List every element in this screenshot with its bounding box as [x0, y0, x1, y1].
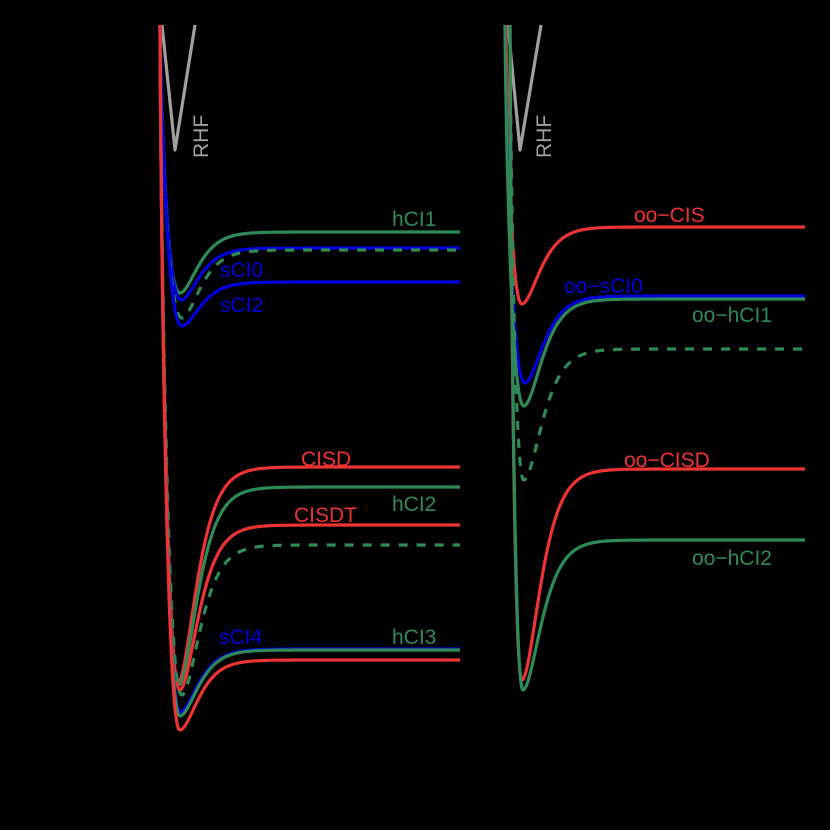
curve-sci0 [158, 24, 460, 302]
curve-cisdtq [158, 24, 461, 732]
label-sci2: sCI2 [220, 294, 263, 317]
label-oo-hci1: oo−hCI1 [692, 304, 772, 327]
curve-oo-hci2 [508, 24, 806, 692]
curve-oo-hci1 [503, 24, 805, 408]
label-sci0: sCI0 [220, 259, 263, 282]
label-sci4: sCI4 [219, 626, 263, 649]
label-cisdt: CISDT [294, 504, 357, 527]
curve-oo-sci0 [503, 24, 806, 385]
curve-rhf [160, 24, 197, 152]
curve-hci1 [158, 24, 461, 295]
curve-rhf [506, 24, 543, 152]
label-rhf: RHF [190, 115, 213, 158]
curve-oo-hci1-dashed [508, 24, 805, 482]
label-oo-sci0: oo−sCI0 [564, 275, 643, 298]
label-oo-cis: oo−CIS [634, 204, 705, 227]
label-hci3: hCI3 [392, 626, 436, 649]
curve-hci1-dashed [158, 24, 461, 320]
right-panel: RHF oo−CIS oo−sCI0 oo−hCI1 oo−CISD oo−hCI2 [503, 24, 806, 692]
label-oo-cisd: oo−CISD [624, 449, 710, 472]
label-hci1: hCI1 [392, 208, 436, 231]
curve-sci2 [158, 24, 461, 328]
curve-hci3 [158, 24, 461, 718]
label-rhf: RHF [533, 115, 556, 158]
label-cisd: CISD [301, 448, 351, 471]
curve-hci2-dashed [158, 24, 461, 697]
curve-cisdt [158, 24, 461, 692]
label-oo-hci2: oo−hCI2 [692, 547, 772, 570]
curve-oo-cis [504, 24, 805, 306]
label-hci2: hCI2 [392, 493, 436, 516]
